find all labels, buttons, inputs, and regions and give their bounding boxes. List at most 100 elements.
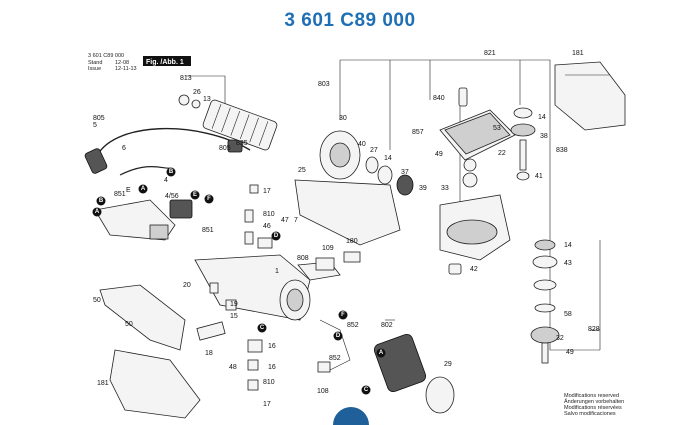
part-label: 48	[229, 364, 237, 371]
footer-note: Änderungen vorbehalten	[564, 398, 624, 405]
part-label: 181	[97, 380, 109, 387]
part-label: 58	[564, 311, 572, 318]
part-label: 15	[230, 313, 238, 320]
part-label: 27	[370, 147, 378, 154]
part-label: 42	[470, 266, 478, 273]
part-label: 180	[346, 238, 358, 245]
part-label: 109	[322, 245, 334, 252]
footer-note: Modifications réservées	[564, 405, 622, 411]
svg-text:F: F	[207, 196, 211, 202]
part-label: 802	[381, 322, 393, 329]
part-label: 19	[230, 301, 238, 308]
top-cover	[439, 87, 516, 188]
header-issue-label: Issue	[88, 66, 101, 72]
part-label: 46	[263, 223, 271, 230]
svg-text:B: B	[99, 198, 104, 204]
part-label-group: 821 181 813 803 26 13 840 857 49 22 14 3…	[93, 50, 600, 408]
part-label: 14	[538, 114, 546, 121]
part-label: 33	[441, 185, 449, 192]
callout-f: F	[204, 194, 214, 204]
part-label: 835	[236, 140, 248, 147]
svg-text:D: D	[274, 233, 279, 239]
svg-text:D: D	[336, 333, 341, 339]
part-label: 6	[122, 145, 126, 152]
part-label: 29	[444, 361, 452, 368]
part-label: 14	[384, 155, 392, 162]
part-label: 810	[263, 211, 275, 218]
callout-e: E	[190, 190, 200, 200]
part-label: 40	[358, 141, 366, 148]
fan-wheel	[319, 130, 414, 196]
part-label: 50	[93, 297, 101, 304]
callout-f: F	[338, 310, 348, 320]
callout-c: C	[257, 323, 267, 333]
part-label: 17	[263, 401, 271, 408]
part-label: 851	[202, 227, 214, 234]
part-label: 857	[412, 129, 424, 136]
part-label: 4/56	[165, 193, 179, 200]
svg-text:F: F	[341, 312, 345, 318]
callout-d: D	[271, 231, 281, 241]
part-label: 840	[433, 95, 445, 102]
motor-housing	[194, 254, 311, 321]
armature	[178, 94, 278, 151]
svg-text:C: C	[260, 325, 265, 331]
part-label: 49	[435, 151, 443, 158]
part-label: 17	[263, 188, 271, 195]
svg-text:C: C	[364, 387, 369, 393]
svg-text:B: B	[169, 169, 174, 175]
page-nav-bubble[interactable]	[333, 407, 369, 425]
part-label: 25	[298, 167, 306, 174]
page-title: 3 601 C89 000	[284, 10, 416, 31]
part-label: 1	[275, 268, 279, 275]
rear-handle	[99, 284, 226, 351]
gear-housing	[294, 179, 511, 261]
part-label: 828	[588, 326, 600, 333]
fig-label-box	[143, 56, 191, 66]
callout-c: C	[361, 385, 371, 395]
svg-text:E: E	[193, 192, 197, 198]
fig-label: Fig. /Abb. 1	[146, 59, 184, 66]
part-label: 50	[125, 321, 133, 328]
part-label: 41	[535, 173, 543, 180]
part-label: 43	[564, 260, 572, 267]
part-label: 813	[180, 75, 192, 82]
part-label: 5	[93, 122, 97, 129]
part-label: 805	[93, 115, 105, 122]
guard-top	[554, 61, 626, 131]
callout-a: A	[376, 348, 386, 358]
part-label: 13	[203, 96, 211, 103]
callout-bubbles: A B B A E F D C F D A C	[92, 167, 386, 395]
part-label: 26	[193, 89, 201, 96]
part-label: 14	[564, 242, 572, 249]
part-label: 108	[317, 388, 329, 395]
part-label: 49	[566, 349, 574, 356]
part-label: 4	[164, 177, 168, 184]
footer-notes: Modifications reserved Änderungen vorbeh…	[564, 393, 624, 417]
header-part-no: 3 601 C89 000	[88, 53, 124, 59]
callout-a: A	[92, 207, 102, 217]
part-label: 181	[572, 50, 584, 57]
callout-d: D	[333, 331, 343, 341]
part-label: 39	[419, 185, 427, 192]
part-label: 22	[498, 150, 506, 157]
part-label: 7	[294, 217, 298, 224]
part-label: 37	[401, 169, 409, 176]
power-cable	[84, 128, 251, 176]
part-label: 803	[318, 81, 330, 88]
footer-note: Modifications reserved	[564, 393, 619, 399]
part-label: 18	[205, 350, 213, 357]
callout-a: A	[138, 184, 148, 194]
part-label: 38	[540, 133, 548, 140]
switch-module	[94, 199, 193, 241]
part-label: 821	[484, 50, 496, 57]
header-stand-value: 12-08	[115, 60, 129, 66]
header-stand-label: Stand	[88, 60, 102, 66]
svg-text:A: A	[379, 350, 384, 356]
svg-text:A: A	[95, 209, 100, 215]
header-block: 3 601 C89 000 Stand 12-08 Issue 12-11-13…	[88, 53, 191, 72]
part-label: 810	[263, 379, 275, 386]
part-label: 47	[281, 217, 289, 224]
part-label: 838	[556, 147, 568, 154]
